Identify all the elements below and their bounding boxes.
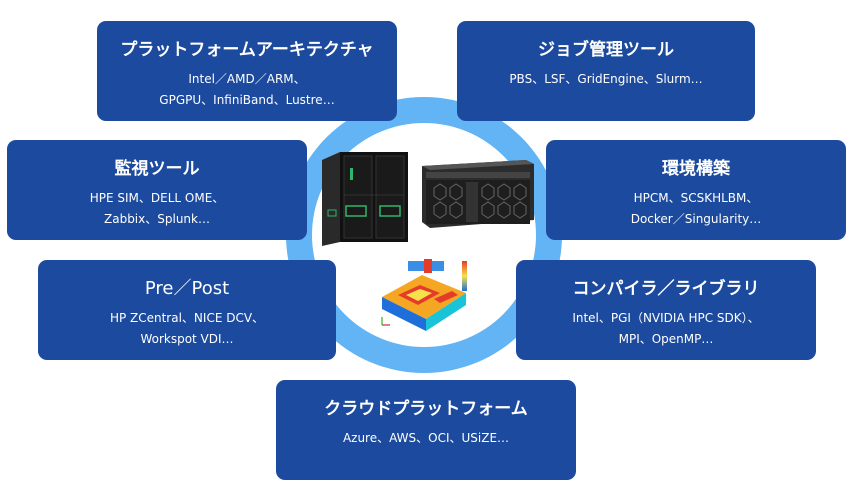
- box-item-line: Workspot VDI…: [140, 332, 234, 346]
- environment-setup-box: 環境構築 HPCM、SCSKHLBM、 Docker／Singularity…: [546, 140, 846, 240]
- box-items: HPE SIM、DELL OME、 Zabbix、Splunk…: [7, 188, 307, 230]
- box-items: PBS、LSF、GridEngine、Slurm…: [457, 69, 755, 90]
- box-item-line: HPE SIM、DELL OME、: [89, 191, 225, 205]
- box-items: HP ZCentral、NICE DCV、 Workspot VDI…: [38, 308, 336, 350]
- pre-post-box: Pre／Post HP ZCentral、NICE DCV、 Workspot …: [38, 260, 336, 360]
- box-item-line: PBS、LSF、GridEngine、Slurm…: [509, 72, 703, 86]
- thermal-simulation-image: [381, 259, 467, 331]
- box-item-line: GPGPU、InfiniBand、Lustre…: [159, 93, 335, 107]
- box-item-line: MPI、OpenMP…: [618, 332, 714, 346]
- supercomputer-rack-image: [322, 152, 408, 246]
- box-title: Pre／Post: [144, 278, 230, 299]
- box-title: プラットフォームアーキテクチャ: [120, 40, 374, 60]
- box-item-line: Intel／AMD／ARM、: [188, 72, 306, 86]
- box-item-line: Docker／Singularity…: [630, 212, 762, 226]
- box-item-line: Zabbix、Splunk…: [104, 212, 210, 226]
- box-title: クラウドプラットフォーム: [324, 399, 528, 419]
- platform-architecture-box: プラットフォームアーキテクチャ Intel／AMD／ARM、 GPGPU、Inf…: [97, 21, 397, 121]
- box-item-line: Intel、PGI（NVIDIA HPC SDK）、: [572, 311, 760, 325]
- box-item-line: HPCM、SCSKHLBM、: [633, 191, 759, 205]
- job-management-box: ジョブ管理ツール PBS、LSF、GridEngine、Slurm…: [457, 21, 755, 121]
- box-items: Intel、PGI（NVIDIA HPC SDK）、 MPI、OpenMP…: [516, 308, 816, 350]
- monitoring-tools-box: 監視ツール HPE SIM、DELL OME、 Zabbix、Splunk…: [7, 140, 307, 240]
- rack-server-image: [422, 160, 534, 228]
- box-item-line: Azure、AWS、OCI、USiZE…: [342, 431, 510, 445]
- box-item-line: HP ZCentral、NICE DCV、: [109, 311, 265, 325]
- box-items: HPCM、SCSKHLBM、 Docker／Singularity…: [546, 188, 846, 230]
- cloud-platform-box: クラウドプラットフォーム Azure、AWS、OCI、USiZE…: [276, 380, 576, 480]
- box-title: 環境構築: [662, 159, 730, 179]
- box-title: 監視ツール: [114, 159, 200, 179]
- box-title: コンパイラ／ライブラリ: [572, 279, 760, 299]
- box-items: Azure、AWS、OCI、USiZE…: [276, 428, 576, 449]
- compiler-library-box: コンパイラ／ライブラリ Intel、PGI（NVIDIA HPC SDK）、 M…: [516, 260, 816, 360]
- box-items: Intel／AMD／ARM、 GPGPU、InfiniBand、Lustre…: [97, 69, 397, 111]
- box-title: ジョブ管理ツール: [538, 40, 674, 60]
